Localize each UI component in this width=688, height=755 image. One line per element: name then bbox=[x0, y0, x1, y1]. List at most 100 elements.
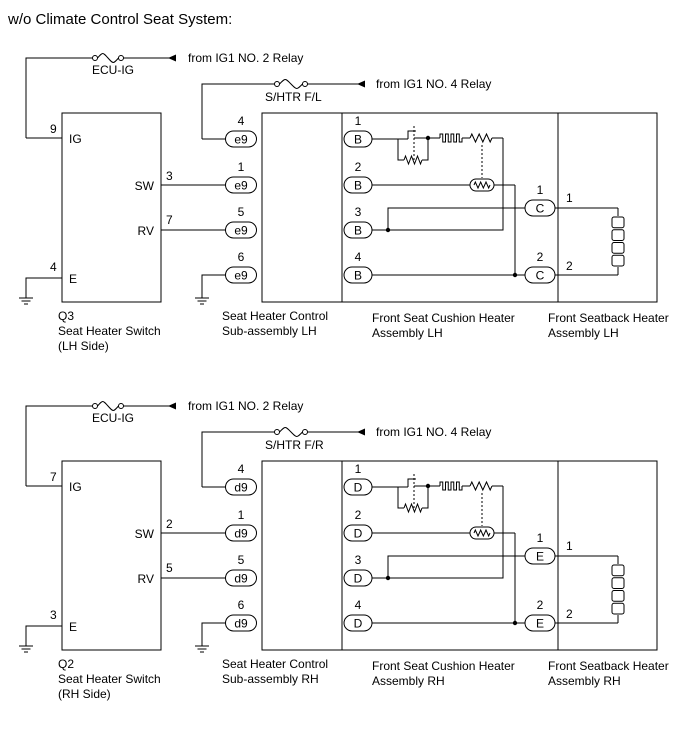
cushion-branch-wire bbox=[422, 138, 429, 161]
heater-element-icon bbox=[439, 481, 463, 491]
heater-fuse-label: S/HTR F/R bbox=[265, 438, 324, 452]
switch-ground-wire bbox=[25, 625, 62, 638]
arrow-left-icon bbox=[357, 80, 365, 88]
heater-element-icon bbox=[439, 133, 463, 143]
switch-pin-rv-label: RV bbox=[138, 572, 154, 586]
link-connector-label: E bbox=[536, 616, 544, 630]
controller-connector-label: d9 bbox=[234, 571, 248, 585]
fuse-element bbox=[97, 53, 119, 63]
cushion-connector-label: D bbox=[354, 526, 363, 540]
cushion-connector-label: B bbox=[354, 268, 362, 282]
fuse-terminal bbox=[274, 81, 280, 87]
heater-coil bbox=[611, 254, 625, 267]
ground-icon bbox=[195, 290, 209, 305]
cushion-pin-number: 3 bbox=[355, 553, 362, 567]
switch-pin-sw-label: SW bbox=[135, 527, 155, 541]
switch-side-label: (RH Side) bbox=[58, 687, 111, 701]
controller-connector-label: d9 bbox=[234, 616, 248, 630]
switch-pin-number: 2 bbox=[166, 517, 173, 531]
switch-pin-sw-label: SW bbox=[135, 179, 155, 193]
switch-side-label: (LH Side) bbox=[58, 339, 109, 353]
controller-connector-label: d9 bbox=[234, 480, 248, 494]
switch-pin-number: 7 bbox=[50, 470, 57, 484]
ecu-fuse-label: ECU-IG bbox=[92, 411, 134, 425]
link-pin-number: 1 bbox=[537, 531, 544, 545]
ecu-source-label: from IG1 NO. 2 Relay bbox=[188, 51, 303, 65]
controller-connector-shape bbox=[225, 478, 257, 496]
controller-connector-label: e9 bbox=[234, 223, 248, 237]
junction-dot bbox=[512, 272, 518, 278]
controller-connector-shape bbox=[225, 221, 257, 239]
heater-coil bbox=[611, 564, 625, 577]
fuse-terminal bbox=[118, 55, 124, 61]
controller-pin-number: 6 bbox=[238, 598, 245, 612]
cushion-pin-number: 4 bbox=[355, 250, 362, 264]
cushion-branch-wire bbox=[397, 487, 404, 509]
controller-connector-label: e9 bbox=[234, 132, 248, 146]
fuse-terminal bbox=[118, 403, 124, 409]
link-connector-label: C bbox=[536, 268, 545, 282]
link-pin-number: 1 bbox=[537, 183, 544, 197]
junction-dot bbox=[385, 575, 391, 581]
controller-connector-label: e9 bbox=[234, 178, 248, 192]
switch-pin-number: 3 bbox=[166, 169, 173, 183]
switch-pin-number: 5 bbox=[166, 561, 173, 575]
link-pin1-wire bbox=[387, 555, 525, 578]
resistor-icon bbox=[473, 528, 491, 538]
resistor-icon bbox=[473, 180, 491, 190]
controller-connector-shape bbox=[225, 569, 257, 587]
controller-pin-number: 4 bbox=[238, 114, 245, 128]
controller-ground-wire bbox=[201, 274, 226, 290]
cushion-pin-number: 2 bbox=[355, 508, 362, 522]
cushion-connector-label: B bbox=[354, 223, 362, 237]
fuse-icon bbox=[92, 53, 124, 63]
fuse-icon bbox=[92, 401, 124, 411]
cushion-connector-label: D bbox=[354, 571, 363, 585]
cushion-pin-number: 2 bbox=[355, 160, 362, 174]
link-pin-number: 2 bbox=[537, 250, 544, 264]
ecu-fuse-label: ECU-IG bbox=[92, 63, 134, 77]
heater-coil bbox=[611, 242, 625, 254]
controller-side-label: Sub-assembly RH bbox=[222, 672, 319, 686]
cushion-connector-label: D bbox=[354, 616, 363, 630]
fuse-terminal bbox=[92, 403, 98, 409]
switch-name-label: Seat Heater Switch bbox=[58, 672, 161, 686]
fuse-terminal bbox=[274, 429, 280, 435]
cushion-side-label: Assembly RH bbox=[372, 674, 445, 688]
seat-heater-switch-box bbox=[61, 460, 162, 651]
cushion-branch-wire bbox=[397, 139, 404, 161]
cushion-connector-label: B bbox=[354, 178, 362, 192]
switch-pin-ig-label: IG bbox=[69, 480, 82, 494]
heater-coil bbox=[611, 590, 625, 602]
fuse-element bbox=[279, 79, 303, 89]
fuse-icon bbox=[274, 79, 308, 89]
heater-fuse-feed-wire bbox=[201, 431, 275, 487]
controller-pin-number: 5 bbox=[238, 553, 245, 567]
switch-pin-e-label: E bbox=[69, 272, 77, 286]
heater-fuse-feed-wire bbox=[201, 83, 275, 139]
switch-name-label: Seat Heater Switch bbox=[58, 324, 161, 338]
controller-connector-shape bbox=[225, 524, 257, 542]
junction-dot bbox=[385, 227, 391, 233]
junction-dot bbox=[512, 620, 518, 626]
seatback-pin-number: 1 bbox=[566, 539, 573, 553]
heater-element-path bbox=[439, 133, 463, 143]
cushion-pin-number: 1 bbox=[355, 462, 362, 476]
cushion-name-label: Front Seat Cushion Heater bbox=[372, 659, 515, 673]
switch-pin-number: 7 bbox=[166, 213, 173, 227]
cushion-connector-label: D bbox=[354, 480, 363, 494]
heater-coil bbox=[611, 602, 625, 615]
fuse-element bbox=[97, 401, 119, 411]
cushion-return-wire bbox=[372, 486, 504, 579]
cushion-name-label: Front Seat Cushion Heater bbox=[372, 311, 515, 325]
seat-heater-control-box bbox=[261, 460, 343, 651]
seat-heater-switch-box bbox=[61, 112, 162, 303]
link-pin1-wire bbox=[387, 207, 525, 230]
controller-connector-shape bbox=[225, 176, 257, 194]
ecu-ig-feed-wire bbox=[25, 57, 93, 138]
resistor-icon bbox=[469, 480, 493, 492]
heater-element-path bbox=[439, 481, 463, 491]
